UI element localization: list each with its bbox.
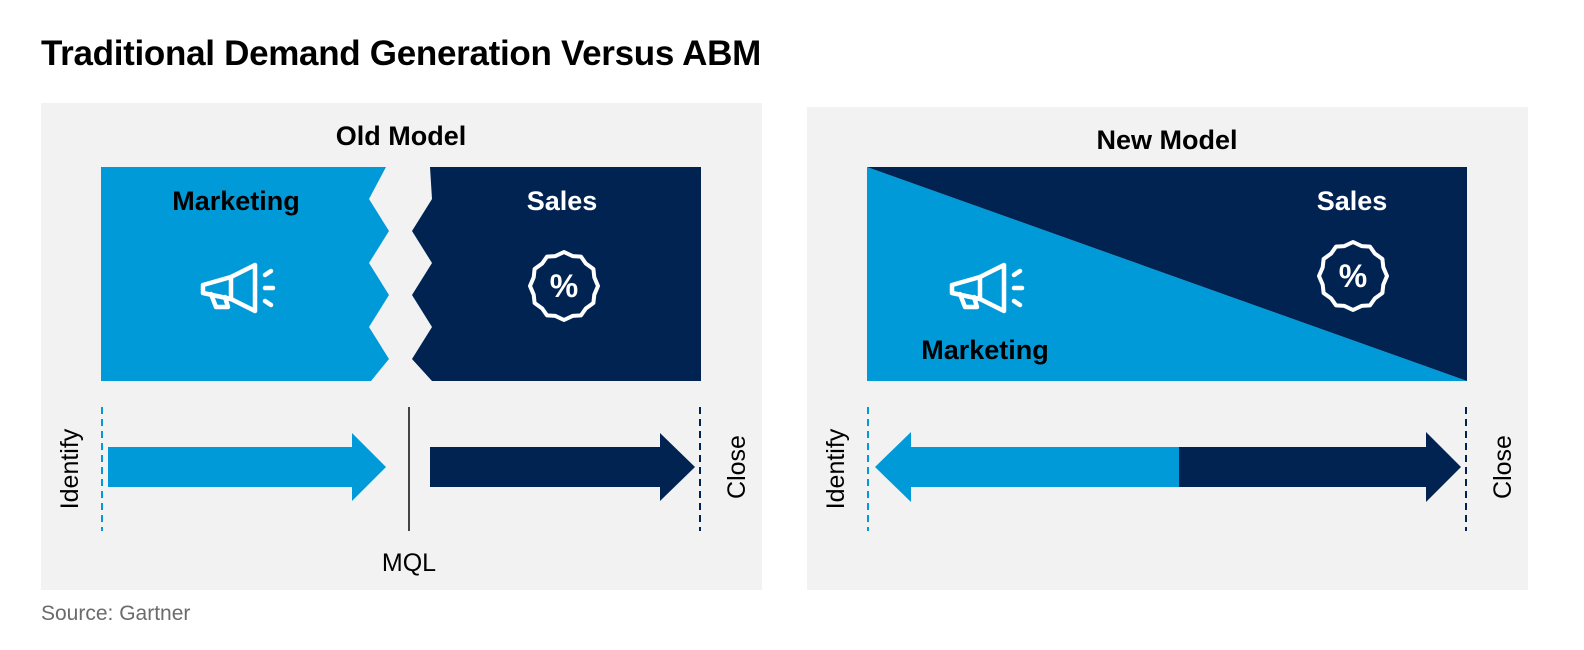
new-sales-area xyxy=(867,167,1467,381)
new-model-diagram: New Model Sales Marketing % Identify Clo… xyxy=(822,125,1517,531)
old-sales-label: Sales xyxy=(527,186,598,216)
old-marketing-arrow xyxy=(108,433,386,501)
old-model-panel: Old Model Marketing Sales % Identify Clo… xyxy=(41,103,762,590)
old-identify-label: Identify xyxy=(56,428,84,509)
new-marketing-label: Marketing xyxy=(921,335,1049,365)
old-sales-arrow xyxy=(430,433,695,501)
old-close-label: Close xyxy=(723,435,751,499)
discount-badge-icon: % xyxy=(528,250,600,322)
new-model-panel: New Model Sales Marketing % Identify Clo… xyxy=(807,107,1528,590)
old-model-diagram: Old Model Marketing Sales % Identify Clo… xyxy=(56,121,751,577)
old-model-heading: Old Model xyxy=(336,121,467,151)
old-sales-block xyxy=(412,167,701,381)
svg-text:%: % xyxy=(1339,258,1367,294)
new-identify-label: Identify xyxy=(822,428,850,509)
new-close-label: Close xyxy=(1489,435,1517,499)
new-sales-arrow xyxy=(1179,432,1461,502)
old-marketing-label: Marketing xyxy=(172,186,300,216)
svg-text:%: % xyxy=(550,268,578,304)
new-marketing-arrow xyxy=(875,432,1179,502)
page-title: Traditional Demand Generation Versus ABM xyxy=(41,34,761,73)
source-caption: Source: Gartner xyxy=(41,602,191,625)
old-marketing-block xyxy=(101,167,389,381)
megaphone-icon xyxy=(949,262,1025,314)
old-mql-label: MQL xyxy=(382,549,436,577)
megaphone-icon xyxy=(200,262,276,314)
new-sales-label: Sales xyxy=(1317,186,1388,216)
discount-badge-icon: % xyxy=(1317,240,1389,312)
new-model-heading: New Model xyxy=(1096,125,1237,155)
